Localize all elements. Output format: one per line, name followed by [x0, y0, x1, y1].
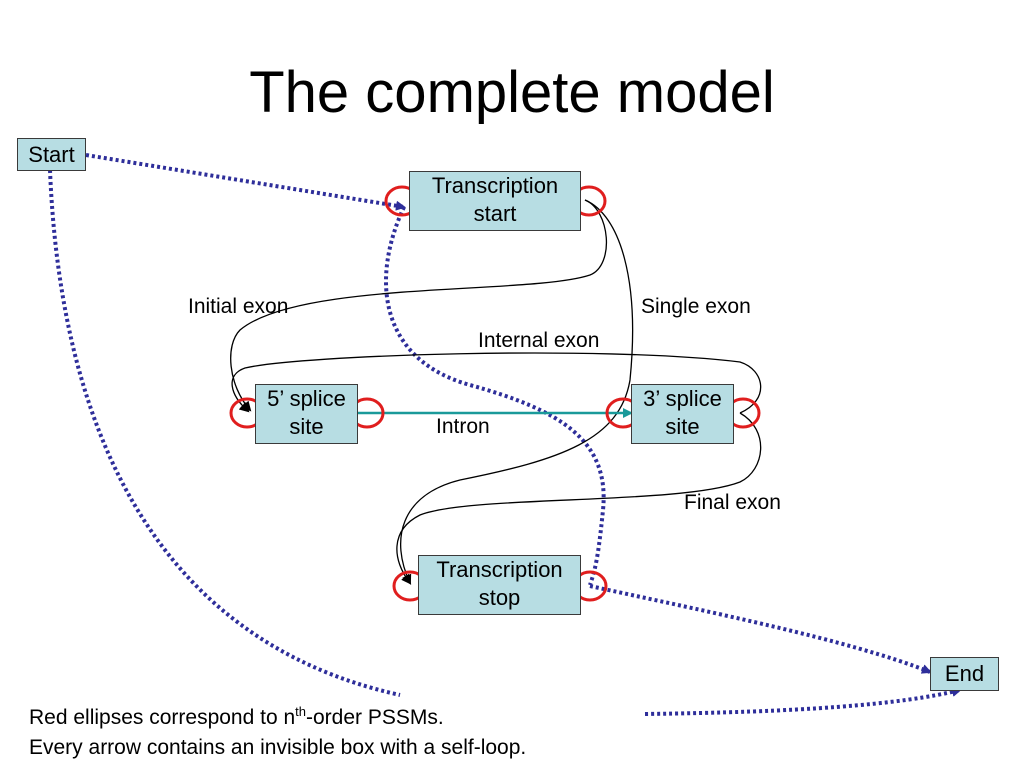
node-3prime-splice-site: 3’ splice site: [631, 384, 734, 444]
arrow-start-to-end-continued: [644, 687, 962, 716]
node-5prime-splice-site: 5’ splice site: [255, 384, 358, 444]
label-intron: Intron: [436, 415, 490, 438]
arrow-final-exon: [396, 412, 762, 585]
node-transcription-start-line1: Transcription: [431, 173, 559, 198]
label-initial-exon: Initial exon: [188, 295, 289, 318]
node-end: End: [930, 657, 999, 691]
footnote-line1-sup: th: [295, 704, 306, 719]
label-internal-exon: Internal exon: [478, 329, 600, 352]
arrow-single-exon: [399, 199, 634, 585]
node-transcription-stop-line2: stop: [478, 585, 521, 610]
arrow-transcription-stop-to-end: [589, 584, 932, 674]
node-3prime-line2: site: [665, 414, 700, 439]
arrow-initial-exon: [230, 199, 608, 412]
node-start: Start: [17, 138, 86, 171]
node-5prime-line1: 5’ splice: [267, 386, 346, 411]
node-end-label: End: [944, 661, 985, 686]
arrow-internal-exon: [231, 352, 762, 414]
footnote-line1-suffix: -order PSSMs.: [306, 706, 444, 729]
arrow-transcription-start-to-stop-bypass: [384, 206, 606, 586]
slide-title: The complete model: [249, 60, 775, 125]
footnote-line1-prefix: Red ellipses correspond to n: [29, 706, 296, 729]
node-transcription-start: Transcription start: [409, 171, 581, 231]
node-transcription-start-line2: start: [473, 201, 517, 226]
label-final-exon: Final exon: [684, 491, 781, 514]
node-start-label: Start: [28, 142, 75, 167]
node-3prime-line1: 3’ splice: [643, 386, 722, 411]
node-transcription-stop: Transcription stop: [418, 555, 581, 615]
footnote-line1: Red ellipses correspond to nth-order PSS…: [29, 703, 444, 733]
footnote-line2: Every arrow contains an invisible box wi…: [29, 736, 527, 759]
node-5prime-line2: site: [289, 414, 324, 439]
node-transcription-stop-line1: Transcription: [436, 557, 563, 582]
label-single-exon: Single exon: [641, 295, 751, 318]
arrow-start-to-end: [48, 169, 401, 697]
arrow-start-to-transcription-start: [85, 153, 406, 211]
